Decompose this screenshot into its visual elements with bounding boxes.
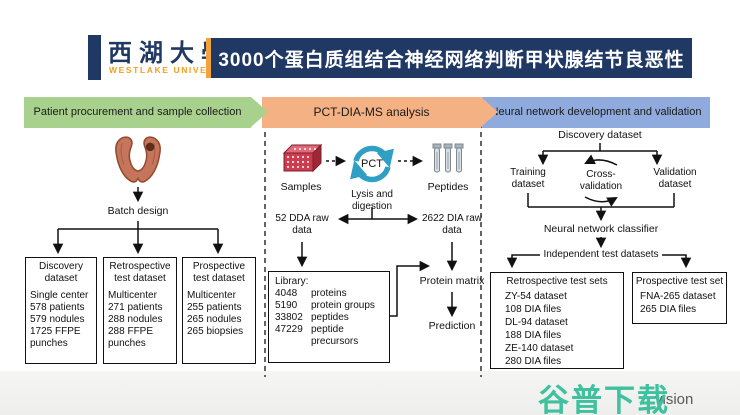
box-item: 265 DIA files [640, 304, 697, 315]
library-label: peptides [311, 312, 349, 323]
prediction-label: Prediction [428, 320, 476, 332]
box-title: Prospective test set [635, 276, 724, 287]
stage-header-neural-network: Neural network development and validatio… [482, 97, 710, 128]
box-item: 188 DIA files [505, 330, 562, 341]
box-item: Multicenter [108, 290, 157, 301]
retrospective-test-dataset-box: Retrospective test dataset Multicenter 2… [103, 257, 177, 364]
library-label: proteins [311, 288, 347, 299]
box-item: 271 patients [108, 302, 163, 313]
validation-dataset-label: Validation dataset [653, 167, 697, 190]
box-item: 578 patients [30, 302, 85, 313]
stage-header-patient-procurement: Patient procurement and sample collectio… [24, 97, 251, 128]
independent-test-datasets-label: Independent test datasets [543, 249, 659, 260]
stage-arrow-orange [481, 97, 498, 127]
samples-tissue-block-icon [282, 143, 323, 173]
peptides-label: Peptides [427, 181, 469, 193]
box-item: 288 FFPE punches [108, 326, 154, 349]
batch-design-label: Batch design [107, 205, 169, 217]
box-item: 579 nodules [30, 314, 85, 325]
retrospective-test-sets-box: Retrospective test sets ZY-54 dataset 10… [490, 272, 624, 369]
watermark-text: 谷普下载 [538, 383, 670, 415]
stage-header-pct-dia-ms: PCT-DIA-MS analysis [262, 97, 481, 128]
bottom-strip [0, 371, 740, 415]
university-logo-cn: 西湖大學 [108, 38, 232, 67]
discovery-dataset-label: Discovery dataset [558, 129, 642, 141]
box-item: 280 DIA files [505, 356, 562, 367]
slide-title: 3000个蛋白质组结合神经网络判断甲状腺结节良恶性 [218, 49, 685, 71]
box-item: Multicenter [187, 290, 236, 301]
logo-bar [88, 35, 101, 80]
neural-network-classifier-label: Neural network classifier [543, 223, 659, 235]
box-item: Single center [30, 290, 89, 301]
training-dataset-label: Training dataset [510, 167, 546, 190]
samples-label: Samples [280, 181, 322, 193]
pct-cycle-icon: PCT [350, 145, 394, 183]
library-count: 4048 [275, 288, 298, 299]
dia-raw-data-label: 2622 DIA raw data [421, 213, 483, 236]
box-title: Prospective test dataset [192, 261, 246, 284]
university-logo-en: WESTLAKE UNIVERSITY [109, 65, 241, 75]
library-count: 47229 [275, 324, 303, 335]
prospective-test-set-box: Prospective test set FNA-265 dataset 265… [632, 272, 727, 324]
library-count: 5190 [275, 300, 298, 311]
box-item: 1725 FFPE punches [30, 326, 81, 349]
library-title: Library: [275, 276, 309, 287]
peptides-tubes-icon [432, 143, 464, 173]
box-item: FNA-265 dataset [640, 291, 716, 302]
discovery-dataset-box: Discovery dataset Single center 578 pati… [25, 257, 97, 364]
dda-raw-data-label: 52 DDA raw data [275, 213, 329, 236]
box-item: ZE-140 dataset [505, 343, 574, 354]
lysis-digestion-label: Lysis and digestion [351, 189, 393, 212]
library-box: Library: 4048 proteins 5190 protein groups… [268, 271, 390, 363]
box-item: DL-94 dataset [505, 317, 568, 328]
box-title: Retrospective test dataset [109, 261, 171, 284]
library-label: protein groups [311, 300, 375, 311]
slide-title-banner: 3000个蛋白质组结合神经网络判断甲状腺结节良恶性 [206, 38, 692, 78]
box-item: 288 nodules [108, 314, 163, 325]
box-item: ZY-54 dataset [505, 291, 567, 302]
box-item: 265 biopsies [187, 326, 244, 337]
library-label: peptide precursors [311, 324, 359, 347]
footer-logo-text: vision [655, 391, 694, 408]
cross-validation-label: Cross-validation [579, 169, 623, 192]
box-item: 255 patients [187, 302, 242, 313]
box-item: 108 DIA files [505, 304, 562, 315]
protein-matrix-label: Protein matrix [419, 275, 485, 287]
thyroid-illustration-icon [115, 136, 161, 183]
box-title: Discovery dataset [39, 261, 83, 284]
library-count: 33802 [275, 312, 303, 323]
pct-label: PCT [361, 158, 383, 170]
box-title: Retrospective test sets [506, 276, 608, 287]
box-item: 265 nodules [187, 314, 242, 325]
stage-arrow-green [251, 97, 268, 127]
prospective-test-dataset-box: Prospective test dataset Multicenter 255… [182, 257, 256, 364]
